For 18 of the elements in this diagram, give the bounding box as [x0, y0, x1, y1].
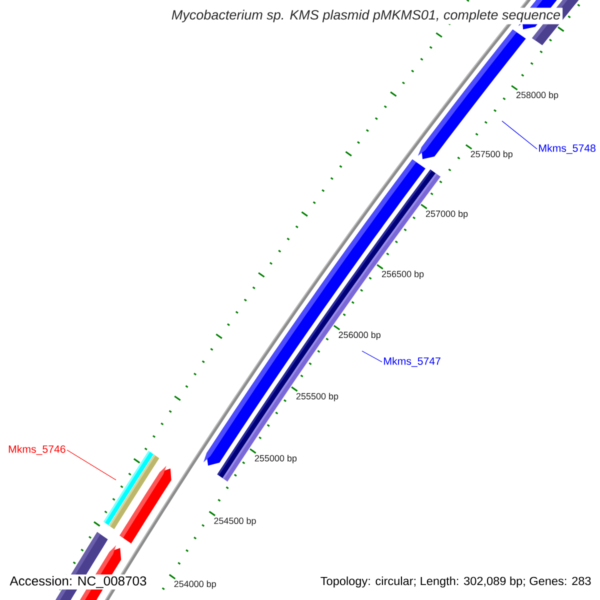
tick-label: 258000 bp — [516, 92, 558, 100]
tick-label: 256000 bp — [338, 331, 380, 340]
tick-label: 255000 bp — [254, 454, 297, 464]
leader-line — [502, 120, 538, 150]
gene-label: Mkms_5748 — [539, 144, 596, 154]
leader-line — [66, 450, 116, 480]
title: Mycobacterium sp. KMS plasmid pMKMS01, complete sequence — [169, 8, 563, 24]
accession-text: Accession: NC_008703 — [8, 574, 148, 590]
gene-label: Mkms_5747 — [384, 357, 440, 367]
gene-label: Mkms_5746 — [8, 445, 66, 455]
leader-line — [362, 350, 382, 362]
tick-label: 254500 bp — [214, 517, 256, 526]
summary-text: Topology: circular; Length: 302,089 bp; Genes: 283 — [318, 575, 593, 589]
tick-label: 255500 bp — [296, 392, 338, 402]
tick-label: 257500 bp — [470, 150, 512, 160]
tick-label: 256500 bp — [382, 270, 424, 279]
tick-label: 257000 bp — [426, 210, 468, 219]
tick-label: 254000 bp — [174, 580, 216, 589]
